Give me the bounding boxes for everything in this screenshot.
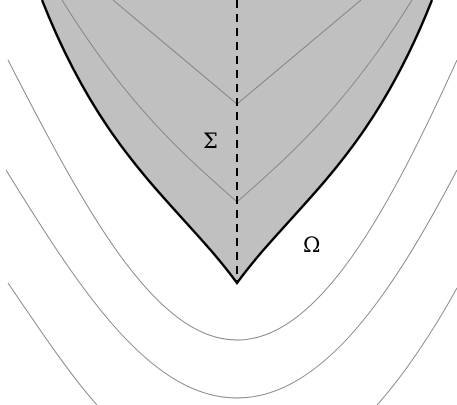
omega-label: Ω bbox=[303, 233, 320, 257]
outer-level-line-1 bbox=[7, 59, 457, 341]
sigma-label: Σ bbox=[203, 129, 218, 153]
outer-level-line-2 bbox=[5, 169, 457, 399]
outer-level-line-3 bbox=[7, 282, 98, 405]
outer-level-line-3-right bbox=[376, 287, 457, 405]
